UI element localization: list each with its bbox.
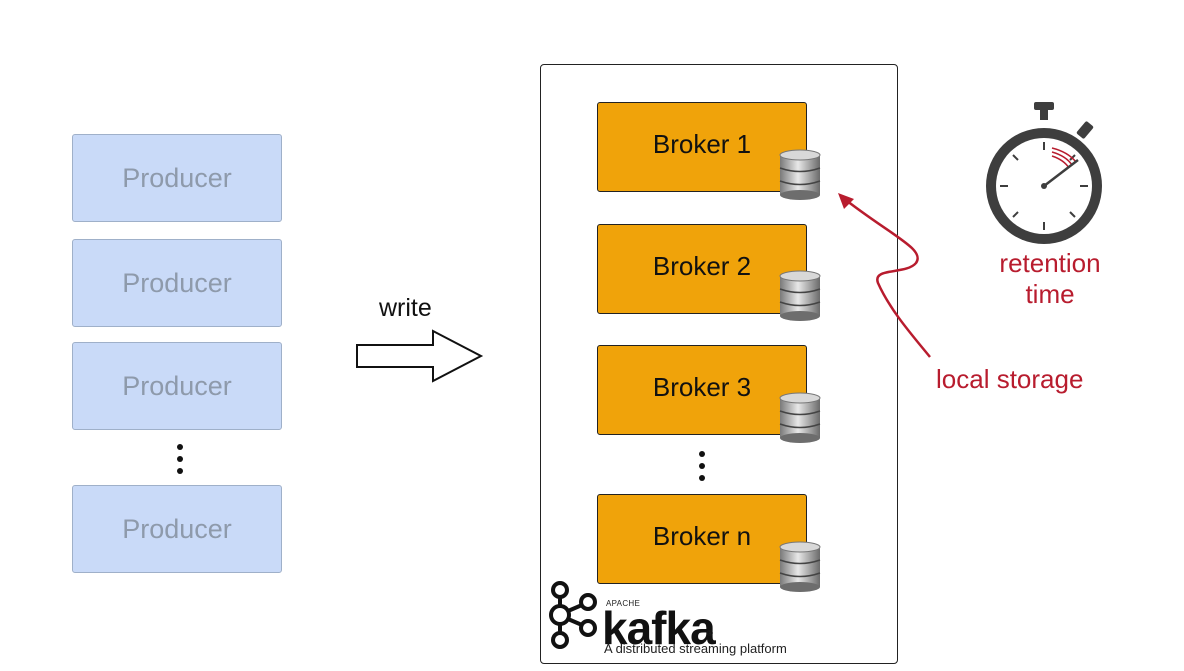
broker-label: Broker 3 xyxy=(652,371,752,402)
broker-label: Broker 1 xyxy=(652,128,752,159)
local-storage-arrow-icon xyxy=(838,193,931,358)
kafka-tagline: A distributed streaming platform xyxy=(604,641,787,656)
kafka-apache-text: APACHE xyxy=(606,599,641,608)
database-icon xyxy=(779,541,821,592)
retention-line-2: time xyxy=(1025,279,1075,309)
stopwatch-icon xyxy=(986,102,1102,244)
write-label: write xyxy=(379,294,432,322)
producer-label: Producer xyxy=(122,370,232,401)
database-icon xyxy=(779,392,821,443)
producer-ellipsis xyxy=(175,444,185,480)
kafka-wordmark: kafka xyxy=(602,602,716,654)
write-arrow-icon xyxy=(356,329,484,383)
database-icon xyxy=(779,149,821,200)
producer-box: Producer xyxy=(72,134,282,222)
broker-box: Broker 2 xyxy=(597,224,807,314)
broker-label: Broker 2 xyxy=(652,250,752,281)
producer-label: Producer xyxy=(122,267,232,298)
broker-ellipsis xyxy=(697,451,707,487)
retention-time-label: retention time xyxy=(975,248,1125,310)
producer-label: Producer xyxy=(122,162,232,193)
kafka-logo-icon xyxy=(549,581,597,649)
broker-box: Broker n xyxy=(597,494,807,584)
database-icon xyxy=(779,270,821,321)
kafka-registered-mark: ® xyxy=(707,629,713,638)
broker-label: Broker n xyxy=(652,520,752,551)
local-storage-label: local storage xyxy=(936,364,1084,394)
retention-line-1: retention xyxy=(999,248,1101,278)
producer-box: Producer xyxy=(72,485,282,573)
producer-box: Producer xyxy=(72,239,282,327)
broker-box: Broker 3 xyxy=(597,345,807,435)
broker-box: Broker 1 xyxy=(597,102,807,192)
producer-box: Producer xyxy=(72,342,282,430)
producer-label: Producer xyxy=(122,513,232,544)
